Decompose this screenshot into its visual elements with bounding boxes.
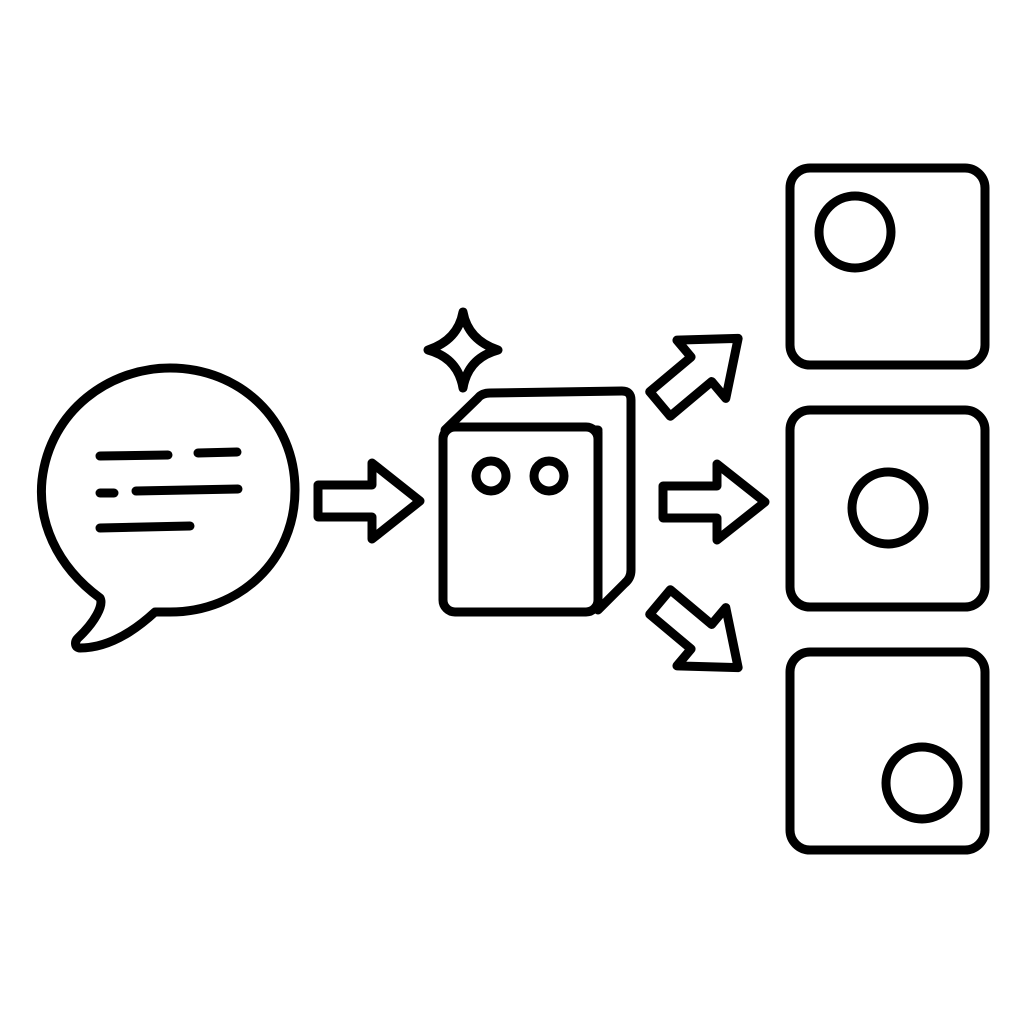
eye-icon bbox=[529, 456, 569, 496]
arrow-right-icon bbox=[318, 463, 420, 539]
ai-cube-icon bbox=[438, 386, 636, 617]
arrow-right-icon bbox=[663, 464, 765, 540]
arrow-down-right-icon bbox=[636, 573, 763, 697]
eye-icon bbox=[471, 456, 511, 496]
arrow-up-right-icon bbox=[636, 309, 763, 433]
sparkle-icon bbox=[423, 307, 503, 393]
text-lines-icon bbox=[95, 447, 243, 533]
output-box-icon bbox=[785, 163, 990, 370]
speech-bubble-icon bbox=[36, 363, 300, 653]
output-box-icon bbox=[785, 647, 990, 855]
output-box-icon bbox=[785, 405, 990, 612]
